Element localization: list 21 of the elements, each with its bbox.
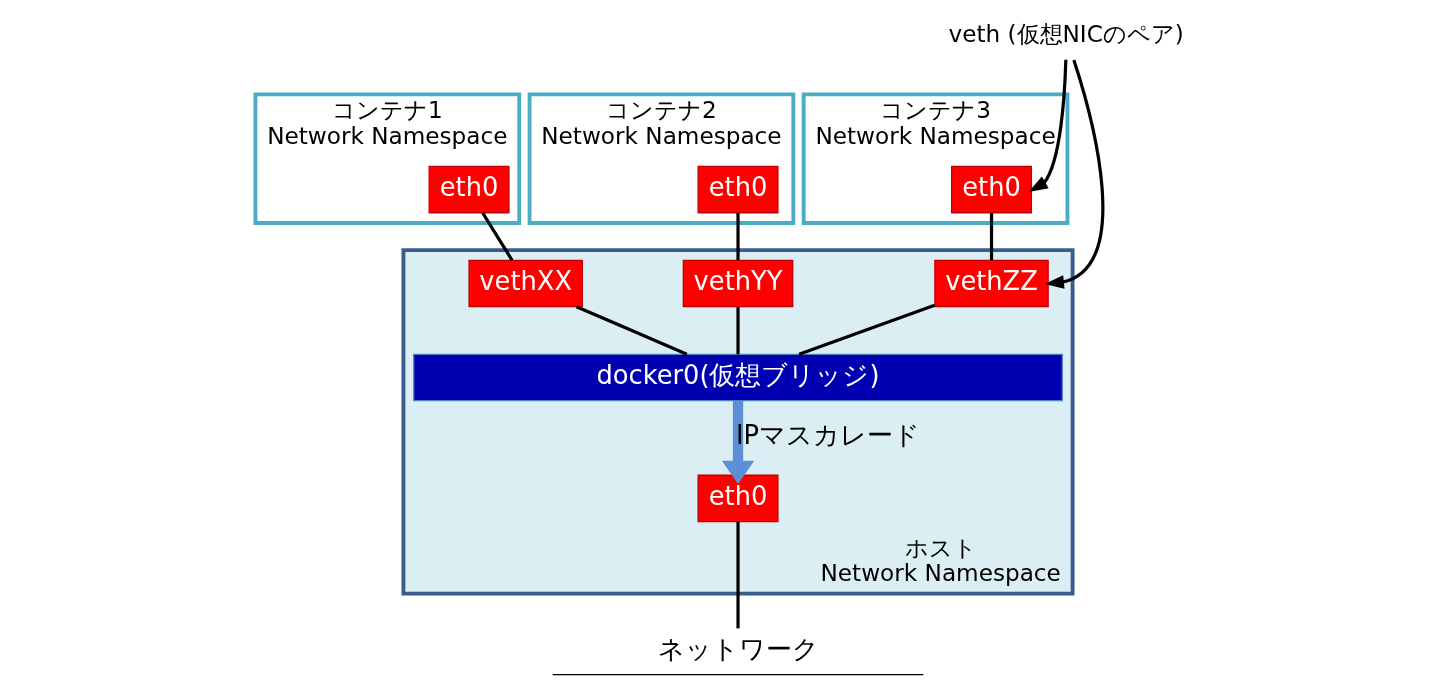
connector <box>735 306 740 355</box>
node-box: vethZZ <box>933 259 1049 308</box>
connector <box>735 213 740 261</box>
connector <box>735 521 740 629</box>
connector <box>798 303 935 356</box>
node-text: ネットワーク <box>657 633 819 664</box>
node-text: veth (仮想NICのペア) <box>947 21 1184 48</box>
connector <box>575 305 687 356</box>
arrow <box>1028 59 1067 192</box>
node-box: eth0 <box>696 165 779 214</box>
arrow <box>1044 59 1104 289</box>
connector <box>480 212 513 262</box>
node-box: docker0(仮想ブリッジ) <box>412 353 1063 402</box>
node-box: eth0 <box>696 474 779 523</box>
arrow <box>721 401 754 484</box>
edge-label: IPマスカレード <box>735 420 920 451</box>
node-box: vethYY <box>682 259 793 308</box>
node-box: eth0 <box>950 165 1032 214</box>
connector <box>989 213 993 261</box>
node-box: vethXX <box>467 259 583 308</box>
node-box: eth0 <box>428 165 510 214</box>
